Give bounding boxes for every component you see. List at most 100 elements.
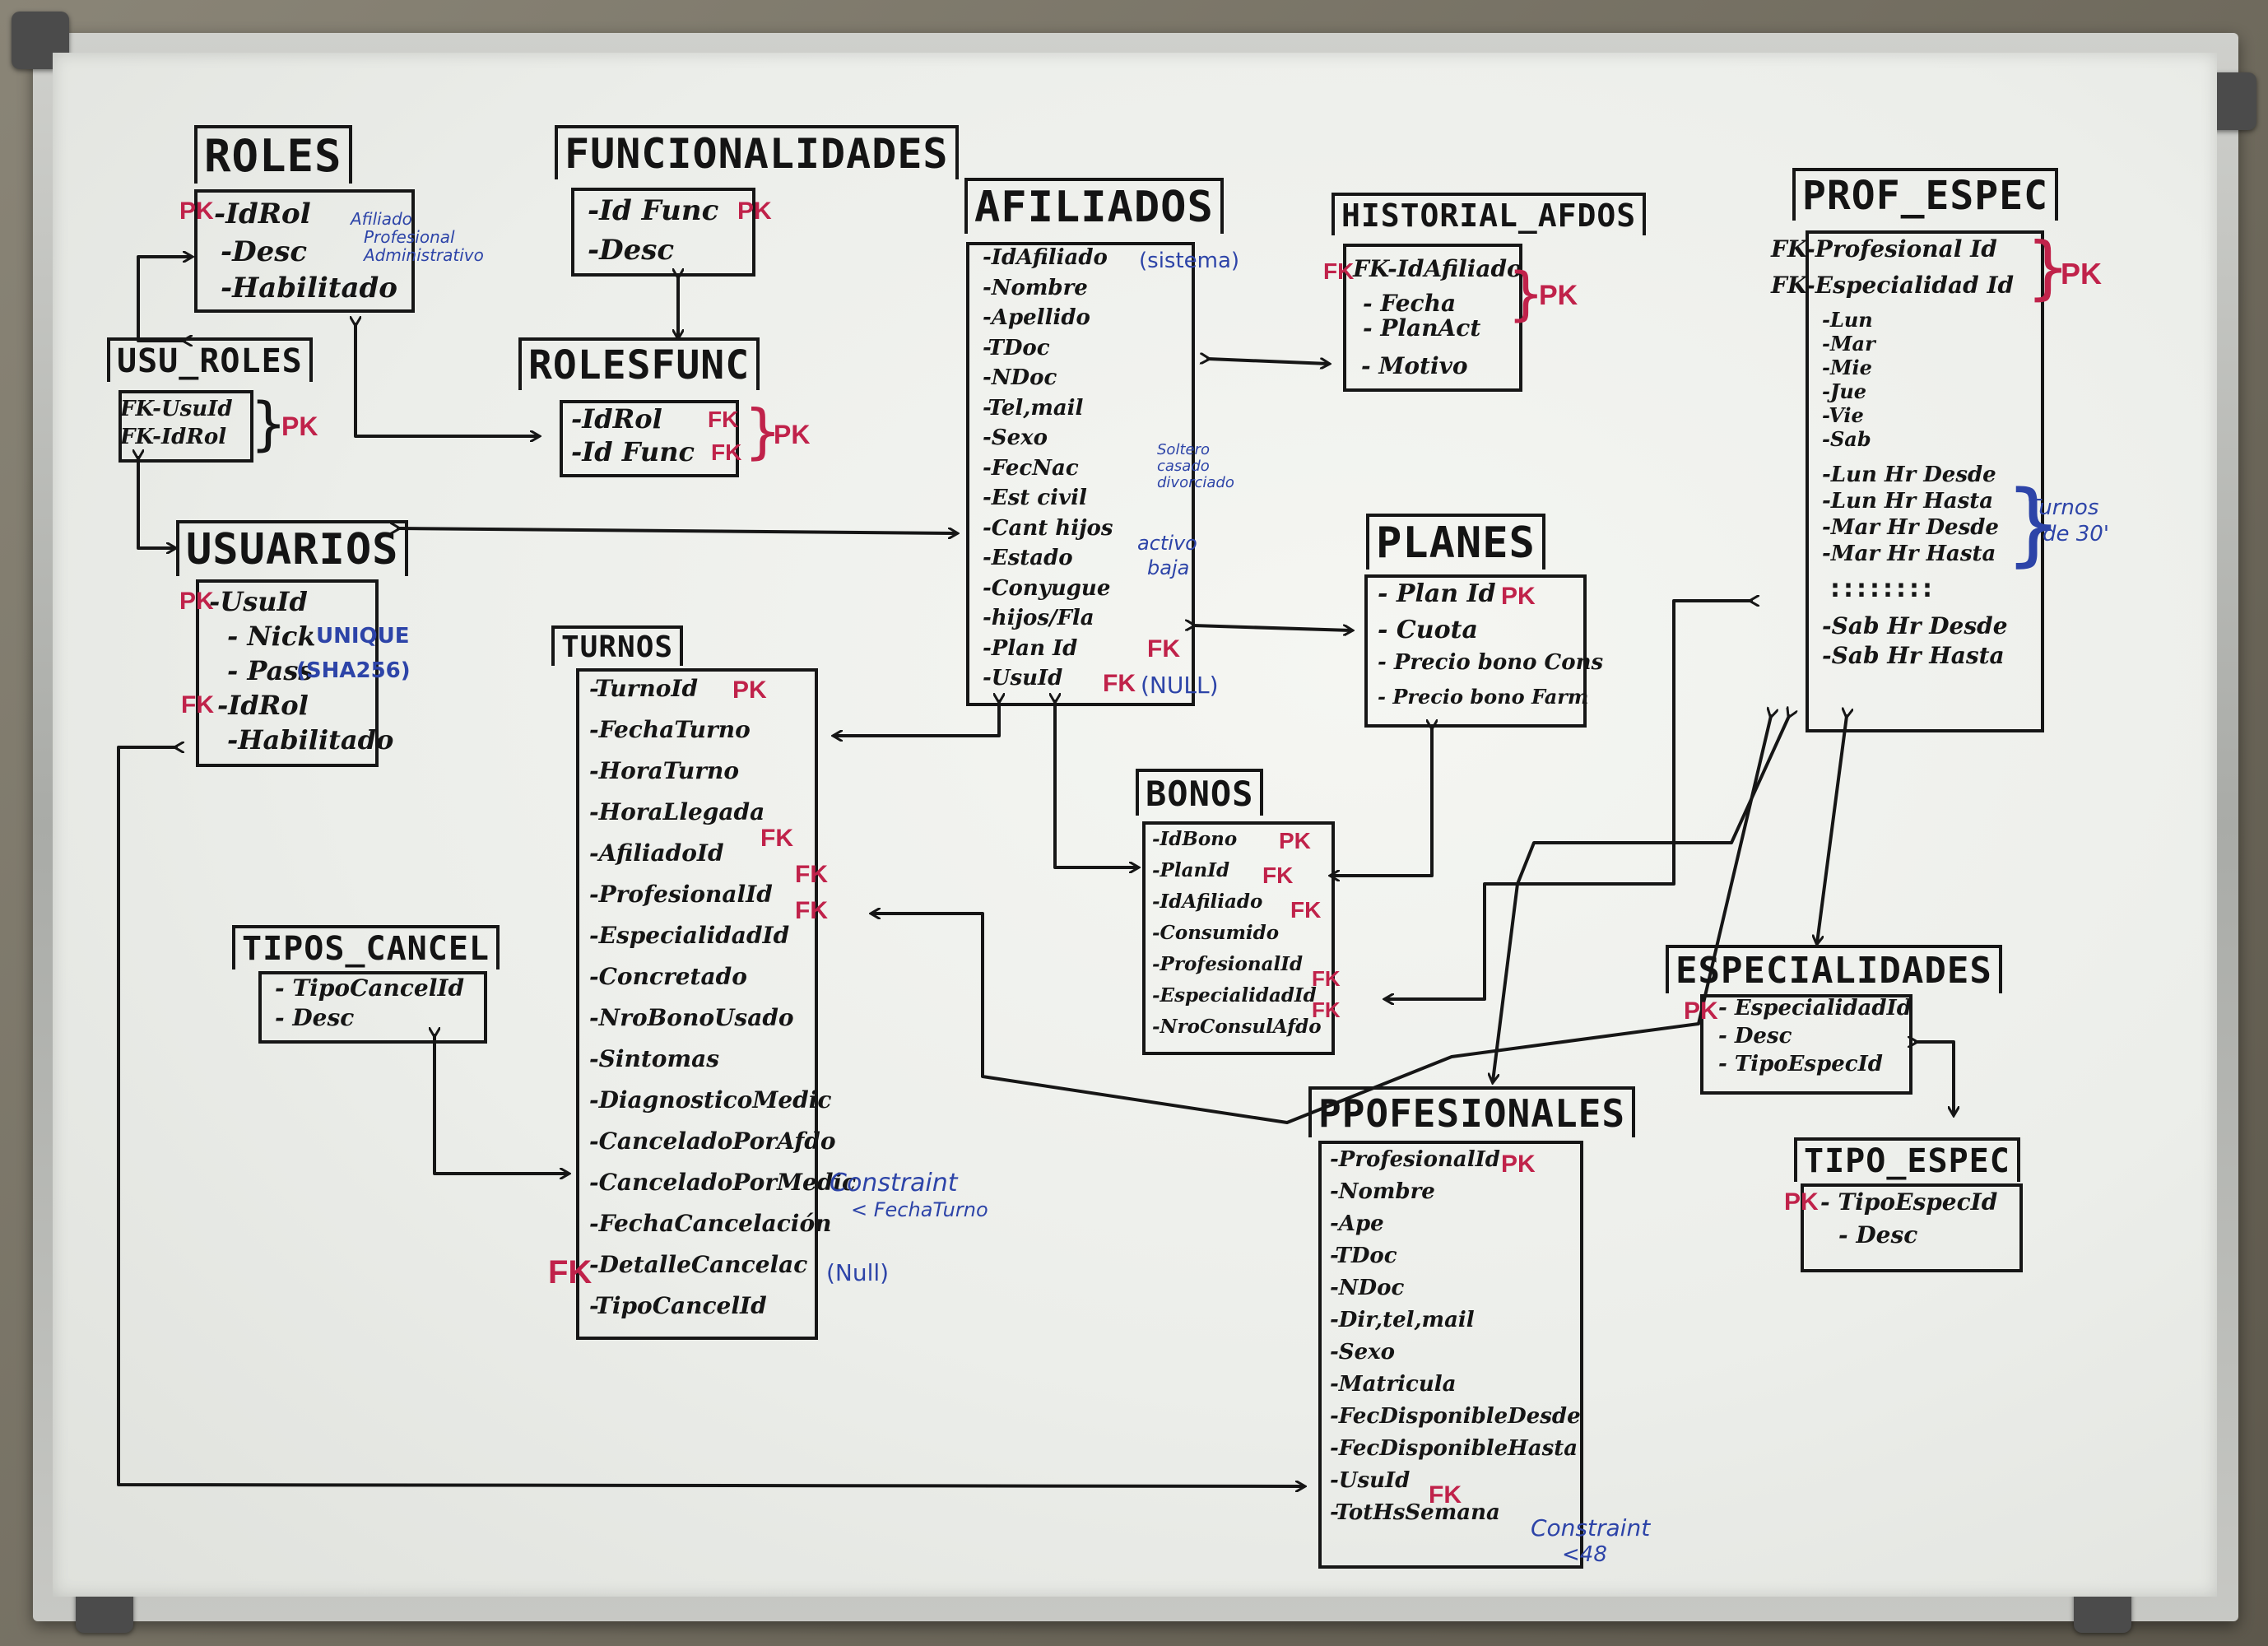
- profespec-hour-field: -Lun Hr Desde: [1822, 463, 1996, 487]
- historial-title: HISTORIAL_AFDOS: [1332, 193, 1647, 235]
- profesionales-field: -FecDisponibleDesde: [1330, 1404, 1581, 1429]
- afiliados-field: -Nombre: [983, 275, 1088, 300]
- afiliados-field: -Conyugue: [983, 575, 1111, 601]
- afiliados-field: -NDoc: [983, 365, 1057, 390]
- planes-field-cuota: - Cuota: [1378, 616, 1478, 644]
- afiliados-title: AFILIADOS: [964, 178, 1224, 234]
- funcionalidades-pk: PK: [737, 198, 772, 225]
- afiliados-field: -Est civil: [983, 486, 1087, 510]
- roles-note-administrativo: Administrativo: [364, 245, 484, 265]
- bonos-pk: PK: [1279, 828, 1311, 853]
- bonos-field: -IdBono: [1152, 828, 1238, 850]
- turnos-field: -NroBonoUsado: [589, 1004, 794, 1031]
- profespec-day-field: -Mie: [1822, 356, 1872, 379]
- line-profespec-especialidades: [1817, 716, 1847, 943]
- afiliados-field: -Estado: [983, 546, 1073, 570]
- bonos-title: BONOS: [1136, 769, 1264, 816]
- profespec-field-sabdesde: -Sab Hr Desde: [1822, 612, 2008, 639]
- afiliados-field: -hijos/Fla: [983, 606, 1094, 630]
- usuarios-field-usuid: -UsuId: [209, 586, 308, 617]
- bonos-field: -EspecialidadId: [1152, 984, 1317, 1007]
- line-planes-bonos: [1332, 728, 1432, 876]
- profespec-day-field: -Lun: [1822, 308, 1873, 332]
- usuroles-table: [119, 390, 253, 463]
- especialidades-title: ESPECIALIDADES: [1666, 945, 2002, 993]
- profesionales-constraint-note: Constraint: [1531, 1514, 1651, 1541]
- usuarios-unique: UNIQUE: [316, 624, 410, 649]
- especialidades-table: [1700, 994, 1912, 1095]
- turnos-fk-afiliado: FK: [760, 825, 793, 852]
- turnos-table: [576, 668, 818, 1340]
- profespec-day-field: -Sab: [1822, 427, 1871, 451]
- profespec-day-field: -Mar: [1822, 332, 1875, 356]
- line-tiposcancel-turnos: [435, 1035, 568, 1174]
- turnos-field: -AfiliadoId: [589, 839, 724, 867]
- turnos-title: TURNOS: [551, 625, 684, 666]
- relationship-lines: [117, 53, 2217, 1597]
- profesionales-fk: FK: [1429, 1481, 1462, 1509]
- usuarios-field-nick: - Nick: [227, 621, 316, 652]
- tipoespec-title: TIPO_ESPEC: [1794, 1137, 2020, 1182]
- usuarios-field-idrol: -IdRol: [217, 690, 309, 721]
- afiliados-field: -UsuId: [983, 666, 1063, 690]
- afiliados-field: -Plan Id: [983, 635, 1078, 661]
- afiliados-sistema-note: (sistema): [1139, 249, 1240, 273]
- line-afiliados-turnos: [834, 701, 999, 736]
- turnos-field: -FechaTurno: [589, 716, 751, 743]
- rolesfunc-fk1: FK: [708, 407, 739, 432]
- profespec-hour-field: -Mar Hr Desde: [1822, 515, 1999, 540]
- usuroles-title: USU_ROLES: [107, 337, 313, 382]
- profespec-brace: }: [2026, 227, 2070, 308]
- afiliados-null-note: (NULL): [1141, 672, 1219, 699]
- bonos-field: -NroConsulAfdo: [1152, 1016, 1322, 1038]
- line-roles-rolesfunc: [356, 324, 538, 436]
- bonos-field: -Consumido: [1152, 922, 1280, 944]
- profespec-title: PROF_ESPEC: [1792, 168, 2058, 221]
- usuarios-title: USUARIOS: [176, 520, 409, 576]
- historial-field-idafiliado: FK-IdAfiliado: [1353, 255, 1522, 282]
- profesionales-field: -TDoc: [1330, 1244, 1397, 1268]
- planes-table: [1364, 574, 1587, 728]
- turnos-field: -DetalleCancelac: [589, 1251, 808, 1278]
- afiliados-baja-note: baja: [1147, 556, 1190, 579]
- usuroles-field-usuid: FK-UsuId: [120, 397, 233, 421]
- afiliados-divorciado-note: divorciado: [1157, 474, 1234, 491]
- line-afiliados-planes: [1193, 625, 1351, 630]
- bonos-fk-afiliado: FK: [1290, 897, 1322, 923]
- rolesfunc-title: ROLESFUNC: [518, 337, 760, 390]
- profespec-day-field: -Vie: [1822, 403, 1864, 427]
- profesionales-field: -UsuId: [1330, 1468, 1411, 1493]
- afiliados-field: -Sexo: [983, 425, 1048, 450]
- afiliados-table: [966, 242, 1195, 706]
- line-usuarios-afiliados: [398, 528, 956, 533]
- turnos-field: -EspecialidadId: [589, 922, 790, 949]
- profespec-hour-field: -Mar Hr Hasta: [1822, 542, 1996, 566]
- bonos-field: -PlanId: [1152, 859, 1230, 881]
- afiliados-field: -Apellido: [983, 305, 1090, 330]
- afiliados-field: -FecNac: [983, 455, 1079, 481]
- roles-note-afiliado: Afiliado: [351, 209, 412, 229]
- tiposcancel-field-desc: - Desc: [275, 1004, 355, 1031]
- funcionalidades-title: FUNCIONALIDADES: [555, 125, 959, 179]
- usuarios-pk: PK: [179, 588, 214, 615]
- tiposcancel-title: TIPOS_CANCEL: [232, 925, 500, 969]
- bonos-table: [1142, 821, 1335, 1055]
- profespec-ellipsis: ::::::::: [1830, 574, 1936, 603]
- bonos-fk-plan: FK: [1262, 863, 1294, 888]
- rolesfunc-pk: PK: [774, 420, 811, 449]
- turnos-fk-especialidad: FK: [795, 897, 828, 924]
- roles-note-profesional: Profesional: [364, 227, 455, 247]
- profespec-pk: PK: [2061, 257, 2103, 291]
- line-usuarios-profesionales: [117, 747, 1304, 1486]
- afiliados-field: -Cant hijos: [983, 515, 1113, 541]
- historial-table: [1343, 244, 1522, 392]
- usuarios-field-habilitado: -Habilitado: [227, 724, 394, 756]
- profesionales-constraint-note2: <48: [1562, 1542, 1607, 1567]
- profesionales-pk: PK: [1501, 1151, 1536, 1178]
- tipoespec-table: [1801, 1183, 2023, 1272]
- roles-field-desc: -Desc: [221, 235, 308, 268]
- usuarios-sha: (SHA256): [296, 658, 411, 683]
- funcionalidades-field-desc: -Desc: [588, 234, 675, 267]
- usuroles-field-idrol: FK-IdRol: [120, 425, 227, 449]
- turnos-field: -TurnoId: [589, 675, 699, 702]
